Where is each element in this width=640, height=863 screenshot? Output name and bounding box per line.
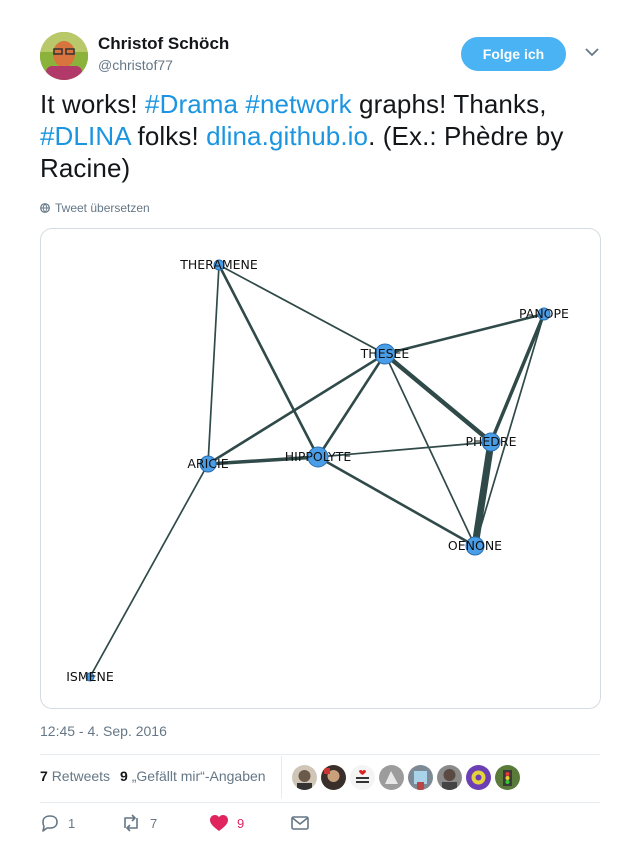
- graph-edge: [217, 263, 320, 459]
- reply-count: 1: [68, 815, 76, 831]
- graph-node: [213, 259, 225, 271]
- graph-edge: [316, 455, 477, 548]
- graph-node: [199, 455, 217, 473]
- likes-count: 9: [120, 768, 128, 784]
- graph-node-label: PANOPE: [519, 306, 569, 321]
- retweet-count: 7: [150, 815, 158, 831]
- graph-edge: [316, 352, 387, 459]
- url-link[interactable]: dlina.github.io: [206, 121, 369, 151]
- graph-node-label: THESEE: [360, 346, 410, 361]
- graph-node: [374, 343, 396, 365]
- tweet-text-segment: . (Ex.: Phèdre by Racine): [40, 121, 564, 183]
- graph-edge: [206, 455, 320, 466]
- liker-avatar[interactable]: [292, 765, 317, 790]
- liker-avatar[interactable]: [466, 765, 491, 790]
- retweets-count: 7: [40, 768, 48, 784]
- likes-stat[interactable]: 9 „Gefällt mir“-Angaben: [120, 768, 266, 784]
- tweet-text: It works! #Drama #network graphs! Thanks…: [40, 88, 600, 184]
- hashtag-link[interactable]: #Drama: [145, 89, 239, 119]
- divider: [281, 756, 282, 798]
- retweet-icon: [124, 814, 138, 832]
- graph-node-label: OENONE: [448, 538, 502, 553]
- retweet-button[interactable]: 7: [120, 814, 209, 832]
- retweets-stat[interactable]: 7 Retweets: [40, 768, 110, 784]
- display-name[interactable]: Christof Schöch: [98, 34, 230, 53]
- heart-icon: [210, 815, 228, 831]
- graph-node-label: THERAMENE: [179, 257, 258, 272]
- graph-edge: [218, 264, 386, 355]
- like-button[interactable]: 9: [209, 814, 290, 832]
- liker-avatars: [292, 765, 520, 790]
- translate-label: Tweet übersetzen: [55, 201, 150, 215]
- tweet-text-segment: graphs! Thanks,: [351, 89, 547, 119]
- graph-node-label: ISMENE: [66, 669, 114, 684]
- retweets-label: Retweets: [51, 768, 111, 784]
- liker-avatar[interactable]: [408, 765, 433, 790]
- graph-edge: [206, 352, 387, 466]
- like-count: 9: [237, 815, 245, 831]
- graph-edge: [384, 353, 476, 547]
- engagement-stats: 7 Retweets 9 „Gefällt mir“-Angaben: [40, 768, 266, 784]
- chevron-down-icon[interactable]: [583, 43, 601, 61]
- graph-node: [537, 307, 551, 321]
- graph-node: [481, 432, 501, 452]
- graph-edge: [317, 441, 492, 458]
- translate-tweet-link[interactable]: Tweet übersetzen: [40, 201, 150, 215]
- tweet-text-segment: folks!: [130, 121, 207, 151]
- divider: [40, 802, 600, 803]
- liker-avatar[interactable]: [350, 765, 375, 790]
- graph-edge: [383, 312, 546, 356]
- globe-icon: [40, 203, 50, 213]
- graph-node-label: HIPPOLYTE: [285, 449, 352, 464]
- avatar[interactable]: [40, 32, 88, 80]
- graph-edge: [471, 438, 495, 550]
- graph-node: [465, 536, 485, 556]
- hashtag-link[interactable]: #network: [245, 89, 352, 119]
- action-bar: 1 7 9: [40, 814, 310, 832]
- follow-button[interactable]: Folge ich: [461, 37, 566, 71]
- graph-node: [85, 672, 95, 682]
- graph-edge: [382, 351, 494, 445]
- network-graph: THERAMENE PANOPE THESEE PHEDRE ARICIE HIPPOLY…: [66, 257, 569, 684]
- graph-node: [307, 446, 329, 468]
- hashtag-link[interactable]: #DLINA: [40, 121, 131, 151]
- user-handle[interactable]: @christof77: [98, 57, 173, 73]
- graph-edge: [489, 312, 546, 444]
- media-image[interactable]: THERAMENE PANOPE THESEE PHEDRE ARICIE HIPPOLY…: [40, 228, 601, 709]
- likes-label: „Gefällt mir“-Angaben: [131, 768, 266, 784]
- graph-edge: [474, 313, 545, 547]
- graph-node-label: ARICIE: [187, 456, 228, 471]
- tweet-timestamp[interactable]: 12:45 - 4. Sep. 2016: [40, 723, 167, 739]
- graph-node-label: PHEDRE: [465, 434, 516, 449]
- liker-avatar[interactable]: [379, 765, 404, 790]
- graph-edge: [207, 264, 220, 465]
- divider: [40, 754, 600, 755]
- reply-icon: [42, 815, 58, 832]
- liker-avatar[interactable]: [437, 765, 462, 790]
- direct-message-button[interactable]: [290, 815, 310, 831]
- reply-button[interactable]: 1: [40, 814, 120, 832]
- tweet-text-segment: It works!: [40, 89, 146, 119]
- liker-avatar[interactable]: [321, 765, 346, 790]
- liker-avatar[interactable]: [495, 765, 520, 790]
- graph-edge: [89, 463, 209, 678]
- avatar-image: [40, 32, 88, 80]
- envelope-icon: [291, 816, 309, 830]
